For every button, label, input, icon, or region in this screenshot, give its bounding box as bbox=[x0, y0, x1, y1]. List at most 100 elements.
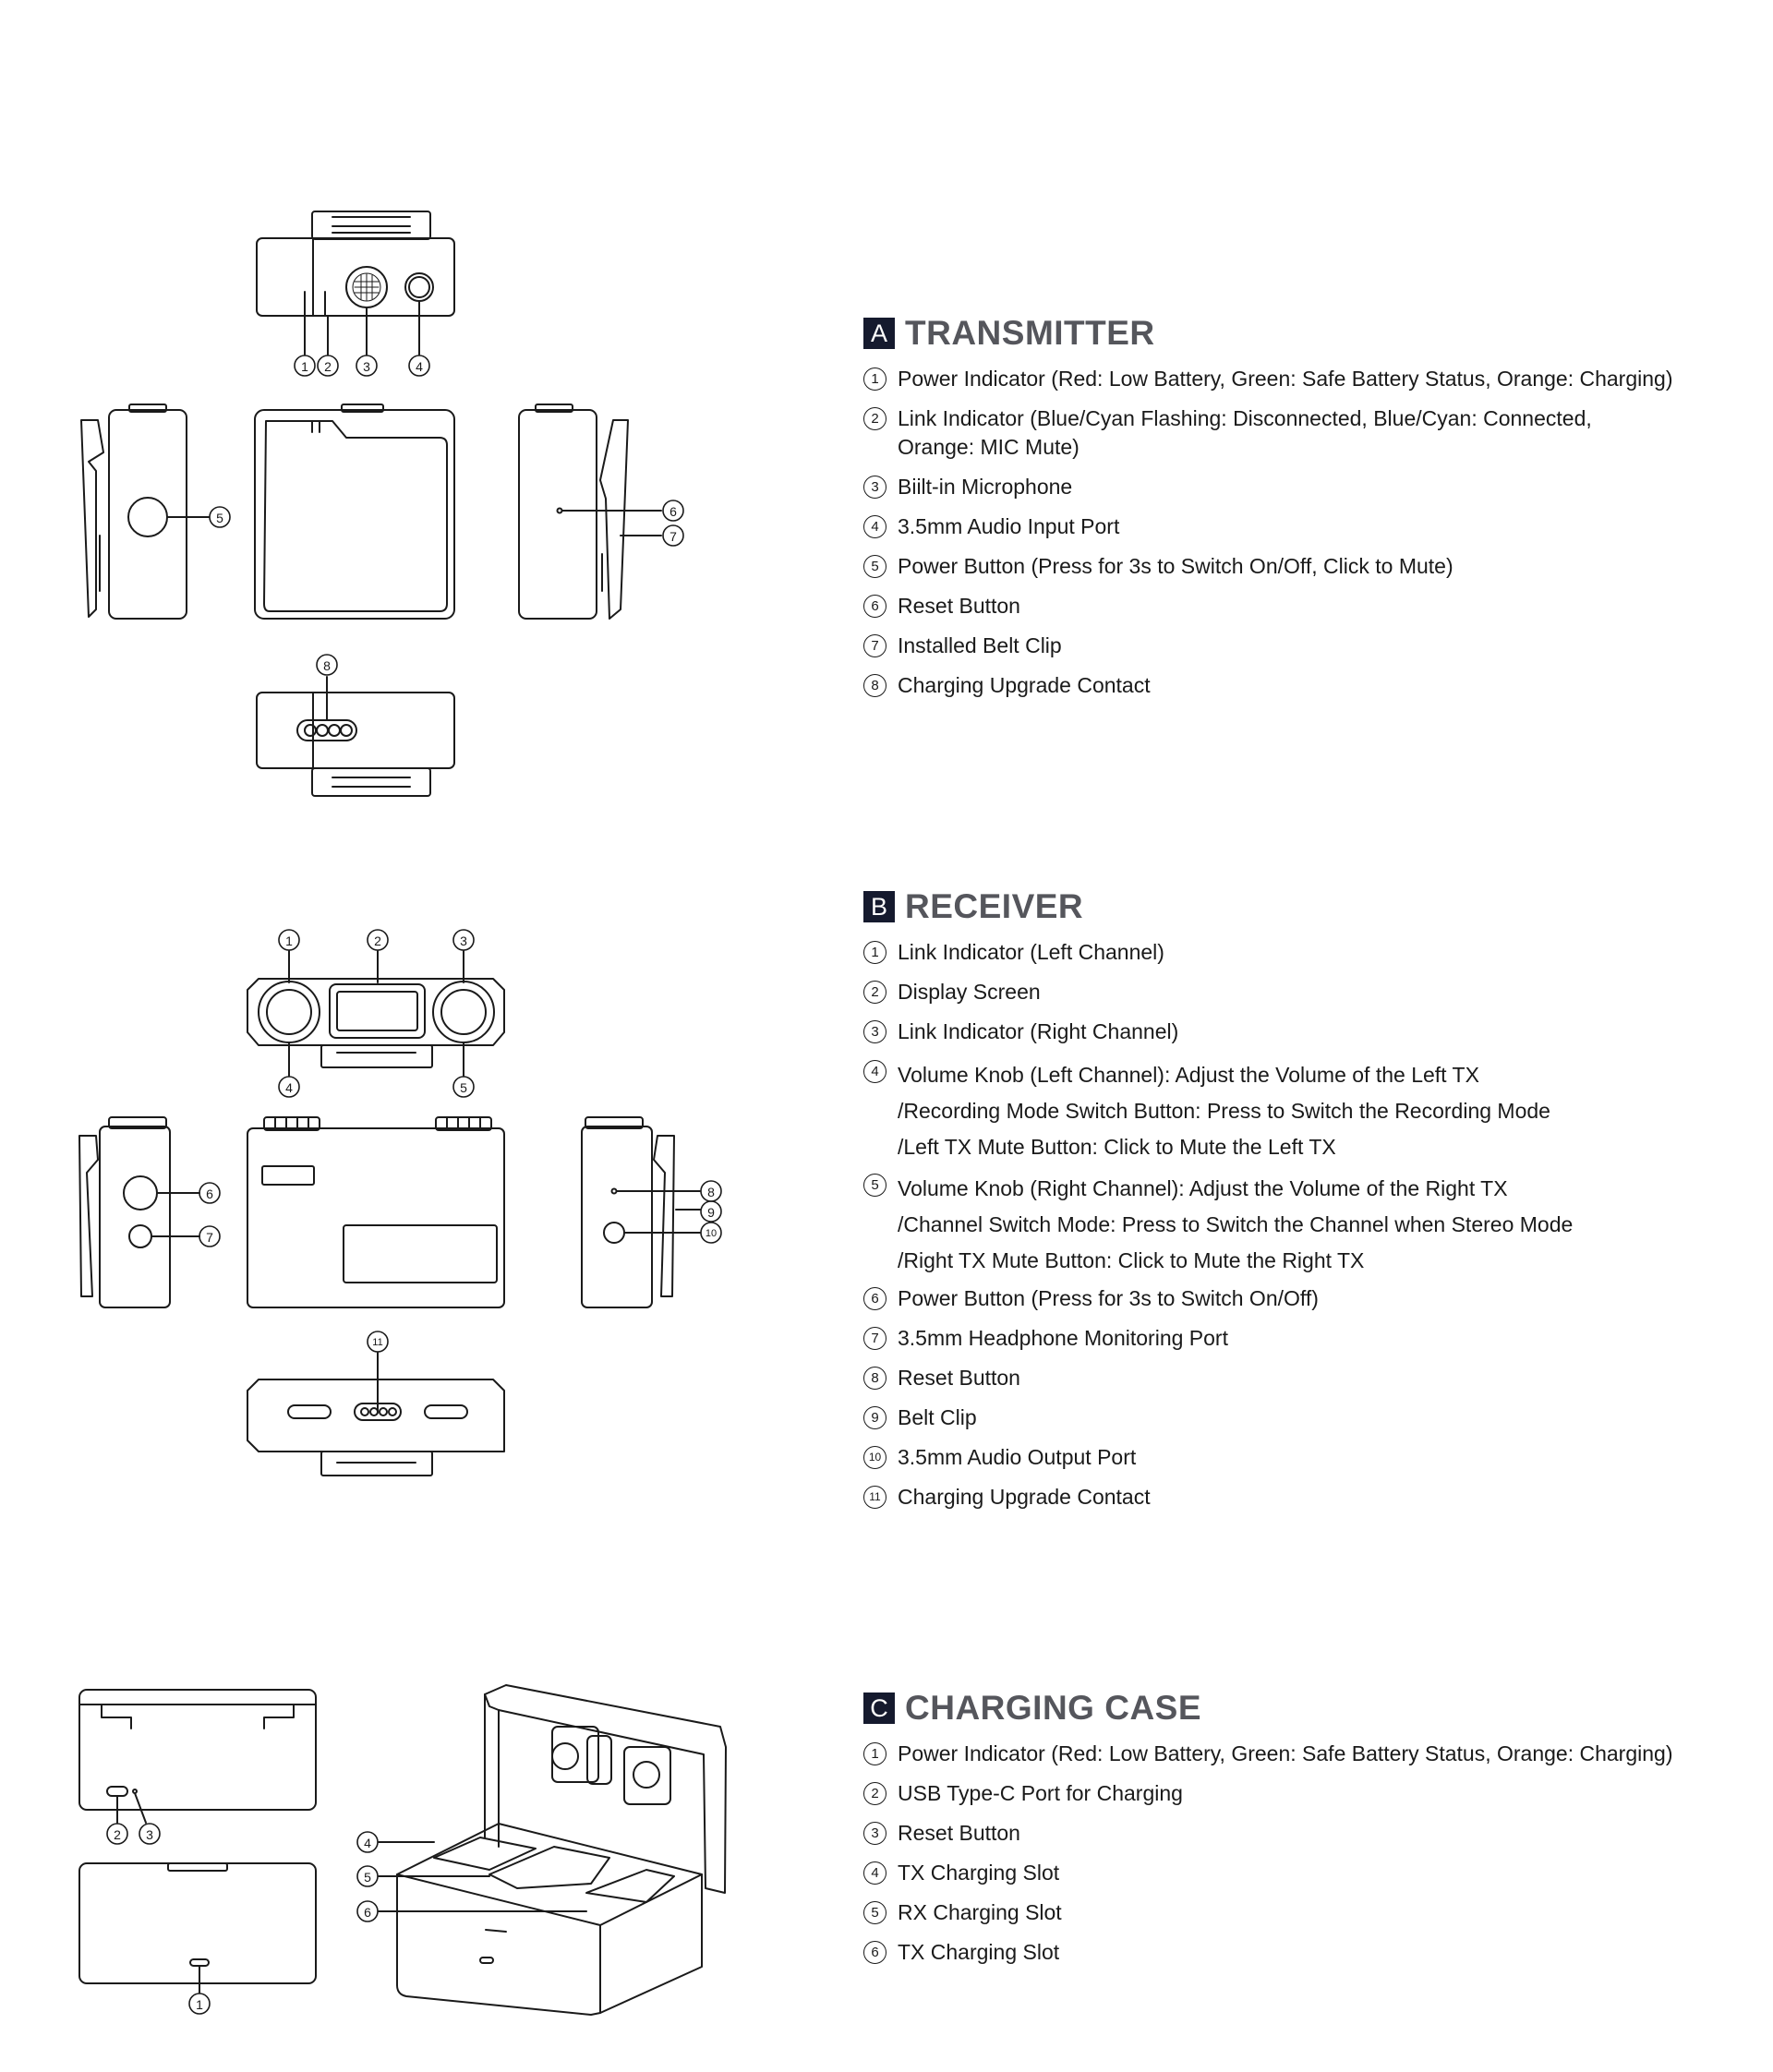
item-number: 3 bbox=[863, 1020, 886, 1043]
item-text: Display Screen bbox=[898, 980, 1041, 1004]
callout-rx-10: 10 bbox=[706, 1228, 717, 1239]
item-text: Orange: MIC Mute) bbox=[898, 435, 1079, 459]
callout-tx-6: 6 bbox=[669, 504, 677, 519]
callout-tx-7: 7 bbox=[669, 529, 677, 544]
item-number: 10 bbox=[863, 1446, 886, 1469]
item-number: 6 bbox=[863, 1287, 886, 1310]
item-text: Reset Button bbox=[898, 594, 1020, 618]
receiver-front-view bbox=[247, 1116, 505, 1308]
callout-rx-5: 5 bbox=[460, 1080, 467, 1095]
callout-tx-2: 2 bbox=[324, 359, 332, 374]
callout-rx-3: 3 bbox=[460, 934, 467, 948]
item-text: Installed Belt Clip bbox=[898, 633, 1062, 657]
list-item: 1 Power Indicator (Red: Low Battery, Gree… bbox=[863, 1740, 1750, 1768]
item-text: 3.5mm Audio Input Port bbox=[898, 514, 1120, 538]
callout-rx-2: 2 bbox=[374, 934, 381, 948]
item-text: Volume Knob (Left Channel): Adjust the V… bbox=[898, 1063, 1479, 1087]
item-text: Charging Upgrade Contact bbox=[898, 1485, 1151, 1509]
item-text: /Channel Switch Mode: Press to Switch th… bbox=[898, 1212, 1574, 1236]
section-header: A TRANSMITTER bbox=[863, 314, 1750, 352]
callout-case-2: 2 bbox=[114, 1827, 121, 1842]
section-title: TRANSMITTER bbox=[905, 314, 1155, 352]
case-open-view bbox=[378, 1684, 727, 2016]
transmitter-front-view bbox=[254, 404, 455, 620]
item-number: 1 bbox=[863, 1742, 886, 1765]
callout-tx-8: 8 bbox=[323, 658, 331, 673]
section-letter: C bbox=[863, 1693, 895, 1724]
callout-tx-4: 4 bbox=[416, 359, 423, 374]
list-item: 7 3.5mm Headphone Monitoring Port bbox=[863, 1324, 1750, 1353]
item-text: Power Indicator (Red: Low Battery, Green… bbox=[898, 1741, 1673, 1765]
list-item: 1 Power Indicator (Red: Low Battery, Gree… bbox=[863, 365, 1750, 393]
item-number: 7 bbox=[863, 634, 886, 657]
item-number: 2 bbox=[863, 407, 886, 430]
callout-rx-1: 1 bbox=[285, 934, 293, 948]
item-number: 4 bbox=[863, 1861, 886, 1885]
section-header: B RECEIVER bbox=[863, 887, 1750, 925]
list-item: 3 Link Indicator (Right Channel) bbox=[863, 1018, 1750, 1046]
transmitter-right-view bbox=[518, 404, 662, 620]
receiver-left-view bbox=[78, 1116, 200, 1308]
list-item: 2 USB Type-C Port for Charging bbox=[863, 1779, 1750, 1808]
section-title: CHARGING CASE bbox=[905, 1689, 1202, 1727]
receiver-top-view bbox=[247, 950, 505, 1077]
item-text: Volume Knob (Right Channel): Adjust the … bbox=[898, 1176, 1508, 1200]
callout-case-5: 5 bbox=[364, 1870, 371, 1885]
callout-case-3: 3 bbox=[146, 1827, 153, 1842]
case-back-view bbox=[78, 1689, 317, 1824]
callout-circles bbox=[106, 355, 722, 2015]
item-number: 2 bbox=[863, 1782, 886, 1805]
item-text: Belt Clip bbox=[898, 1405, 977, 1429]
transmitter-top-view bbox=[256, 211, 455, 317]
item-number: 8 bbox=[863, 1367, 886, 1390]
callout-rx-4: 4 bbox=[285, 1080, 293, 1095]
item-number: 3 bbox=[863, 1822, 886, 1845]
item-text: Power Indicator (Red: Low Battery, Green… bbox=[898, 367, 1673, 391]
item-text: /Recording Mode Switch Button: Press to … bbox=[898, 1099, 1550, 1123]
section-charging-case: C CHARGING CASE 1 Power Indicator (Red: L… bbox=[863, 1689, 1750, 1978]
callout-rx-6: 6 bbox=[206, 1187, 213, 1201]
item-number: 1 bbox=[863, 367, 886, 391]
item-text: 3.5mm Headphone Monitoring Port bbox=[898, 1326, 1228, 1350]
list-item: 3 Reset Button bbox=[863, 1819, 1750, 1848]
callout-case-6: 6 bbox=[364, 1905, 371, 1920]
item-number: 7 bbox=[863, 1327, 886, 1350]
item-text: TX Charging Slot bbox=[898, 1940, 1060, 1964]
section-header: C CHARGING CASE bbox=[863, 1689, 1750, 1727]
list-item: 11 Charging Upgrade Contact bbox=[863, 1483, 1750, 1512]
callout-tx-3: 3 bbox=[363, 359, 370, 374]
callout-case-1: 1 bbox=[196, 1997, 203, 2012]
item-text: /Right TX Mute Button: Click to Mute the… bbox=[898, 1248, 1365, 1272]
receiver-right-view bbox=[581, 1116, 701, 1308]
list-item: 7 Installed Belt Clip bbox=[863, 632, 1750, 660]
item-number: 5 bbox=[863, 555, 886, 578]
item-text: USB Type-C Port for Charging bbox=[898, 1781, 1183, 1805]
item-text: Link Indicator (Right Channel) bbox=[898, 1019, 1179, 1043]
callout-rx-11: 11 bbox=[372, 1337, 382, 1348]
item-number: 11 bbox=[863, 1486, 886, 1509]
item-text: Link Indicator (Left Channel) bbox=[898, 940, 1164, 964]
callout-tx-5: 5 bbox=[216, 511, 223, 525]
list-item: 10 3.5mm Audio Output Port bbox=[863, 1443, 1750, 1472]
item-text: /Left TX Mute Button: Click to Mute the … bbox=[898, 1135, 1336, 1159]
callout-rx-8: 8 bbox=[707, 1185, 715, 1199]
callout-case-4: 4 bbox=[364, 1836, 371, 1850]
item-text: Reset Button bbox=[898, 1821, 1020, 1845]
item-text: 3.5mm Audio Output Port bbox=[898, 1445, 1137, 1469]
section-letter: A bbox=[863, 318, 895, 349]
transmitter-bottom-view bbox=[256, 676, 455, 797]
section-title: RECEIVER bbox=[905, 887, 1084, 925]
